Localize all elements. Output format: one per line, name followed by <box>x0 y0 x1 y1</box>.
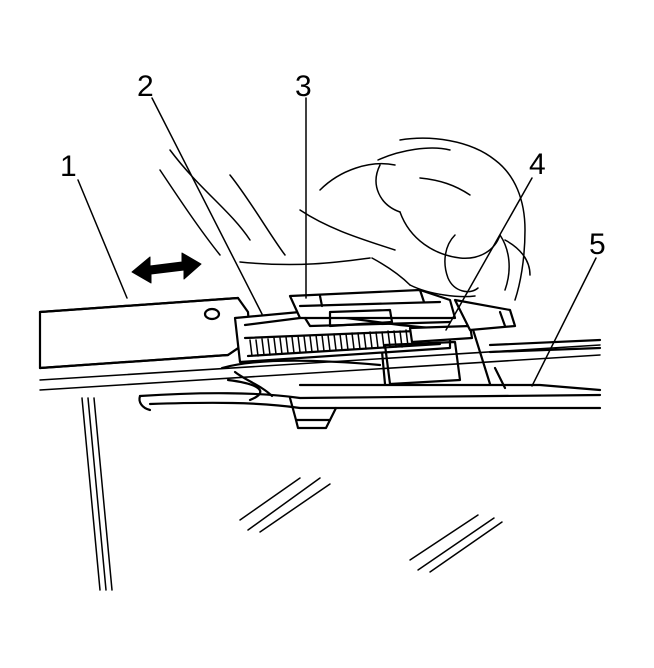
leader-1 <box>77 179 128 299</box>
callout-5: 5 <box>589 228 606 261</box>
double-arrow-icon <box>131 252 202 284</box>
leader-5 <box>531 257 597 387</box>
callout-2: 2 <box>137 70 154 103</box>
callout-4: 4 <box>529 148 546 181</box>
wiper-arm <box>38 296 382 402</box>
windshield-glass <box>39 344 601 591</box>
hand-outline <box>159 137 531 301</box>
leader-4 <box>445 177 533 331</box>
locking-clip <box>288 288 457 328</box>
serration-teeth <box>249 329 409 357</box>
callout-1: 1 <box>60 150 77 183</box>
callout-leaders <box>77 97 597 387</box>
release-tab <box>383 298 517 386</box>
callout-3: 3 <box>295 70 312 103</box>
leader-2 <box>151 97 263 315</box>
